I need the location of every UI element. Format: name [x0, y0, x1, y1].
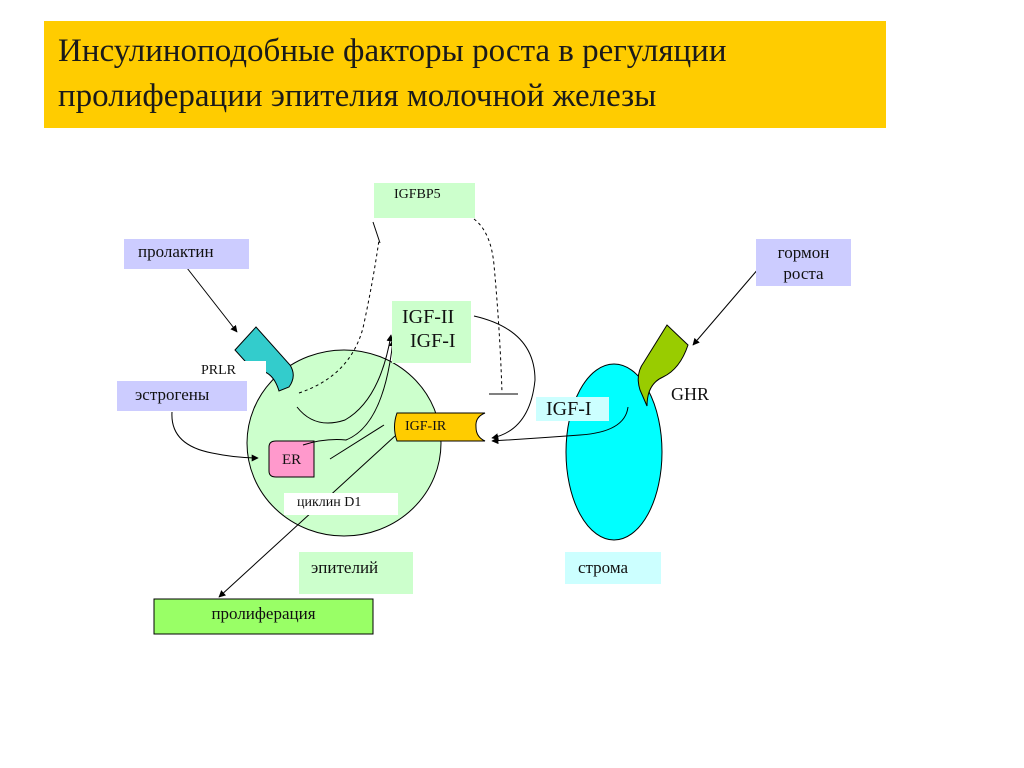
- arrow-prolactin-to-prlr: [186, 267, 238, 333]
- epithelium-label: эпителий: [299, 552, 413, 594]
- er-label: ER: [282, 452, 302, 468]
- arrow-er-to-igf: [302, 339, 396, 446]
- igf1-epithelium-label: IGF-I: [410, 330, 456, 352]
- arrow-er-to-cyclin: [329, 424, 385, 460]
- er-receptor: [268, 440, 315, 478]
- title-line-1: Инсулиноподобные факторы роста в регуляц…: [58, 33, 727, 69]
- title-line-2: пролиферации эпителия молочной железы: [58, 78, 657, 114]
- arrow-igf-ir-to-proliferation: [218, 435, 396, 598]
- growth-hormone-line-1: гормон: [777, 243, 830, 262]
- igfbp5-label: IGFBP5: [374, 183, 475, 218]
- growth-hormone-label: гормон роста: [756, 239, 851, 286]
- arrow-estrogens-to-er: [171, 411, 259, 462]
- growth-hormone-line-2: роста: [783, 264, 824, 283]
- igfbp5-tick: [372, 221, 381, 244]
- stroma-label: строма: [565, 552, 661, 584]
- title-banner: Инсулиноподобные факторы роста в регуляц…: [44, 21, 886, 128]
- prolactin-label: пролактин: [124, 239, 249, 269]
- arrow-prlr-to-igf: [296, 334, 394, 424]
- estrogens-label: эстрогены: [117, 381, 247, 411]
- igfbp5-dashed-line-right: [473, 218, 503, 394]
- epithelium-cell: [246, 349, 442, 537]
- proliferation-label: пролиферация: [211, 604, 316, 623]
- igf-ir-label: IGF-IR: [405, 419, 447, 434]
- igf1-stroma-label: IGF-I: [536, 397, 609, 421]
- igf-ligand-label: IGF-II IGF-I: [392, 301, 471, 363]
- proliferation-box: [153, 598, 374, 635]
- prlr-label: PRLR: [196, 361, 266, 381]
- igf2-label: IGF-II: [402, 306, 455, 328]
- cyclin-d1-label: циклин D1: [284, 493, 398, 515]
- igf-ir-receptor: [394, 412, 486, 442]
- arrow-growth-hormone-to-ghr: [692, 267, 760, 346]
- ghr-label: GHR: [668, 384, 723, 408]
- igfbp5-dashed-line-left: [298, 239, 380, 394]
- arrow-stroma-igf1-to-igf-ir: [491, 406, 629, 445]
- ghr-receptor: [637, 324, 689, 407]
- arrow-igf-to-igf-ir: [473, 315, 536, 441]
